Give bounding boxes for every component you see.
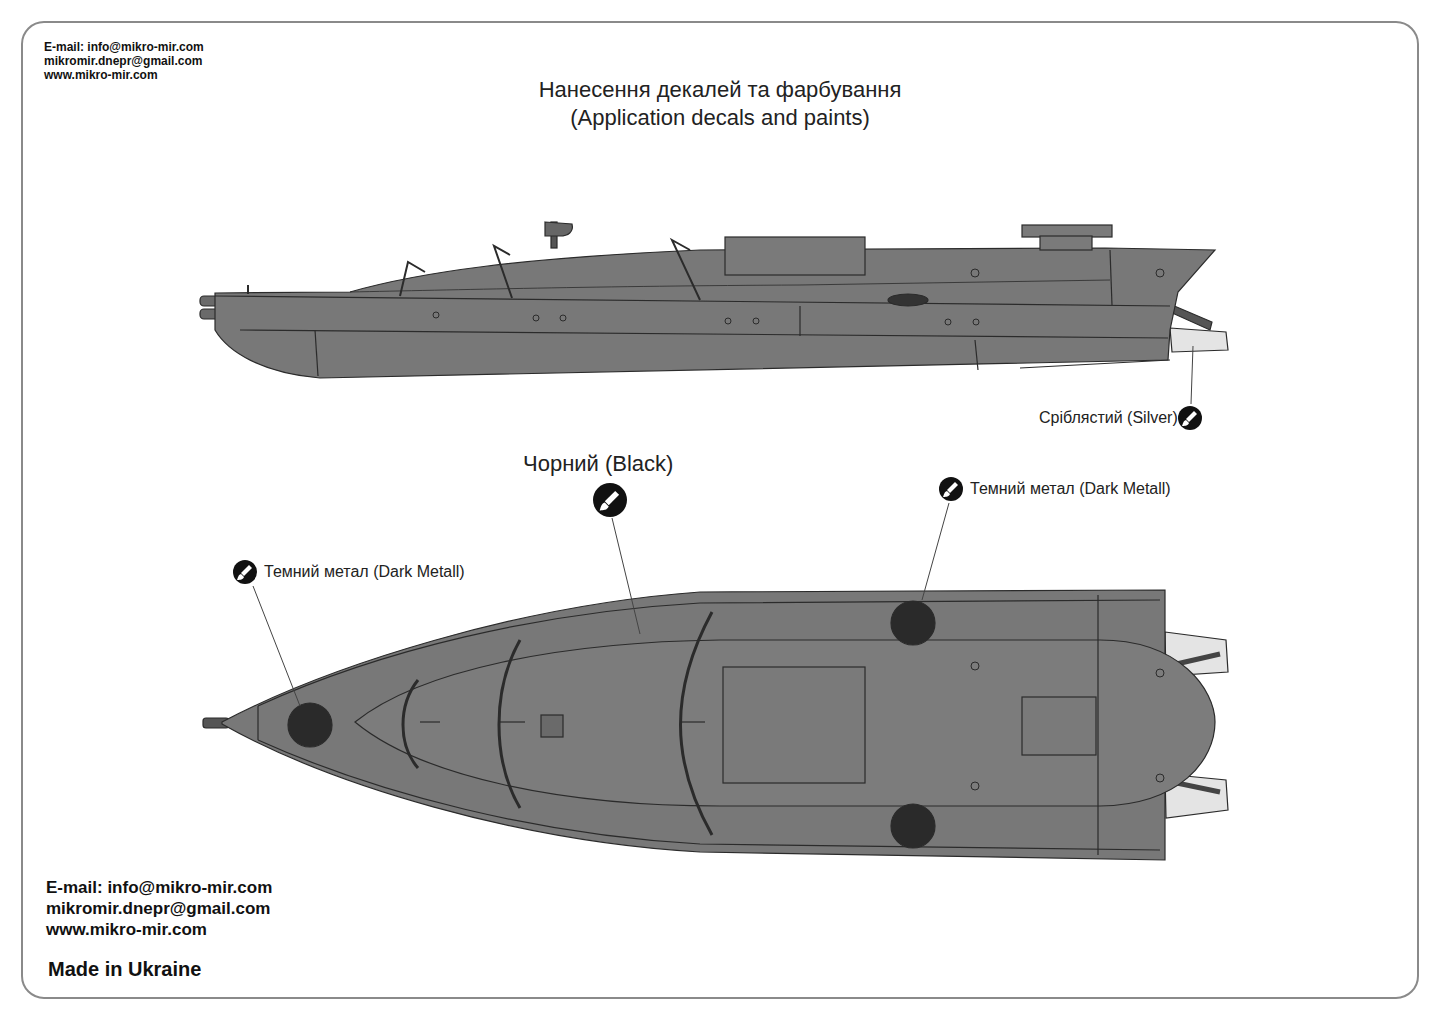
brush-icon	[593, 483, 627, 517]
website: www.mikro-mir.com	[46, 919, 207, 940]
paint-callout: Темний метал (Dark Metall)	[264, 562, 465, 582]
contact-email: E-mail: info@mikro-mir.com	[46, 877, 272, 898]
contact-email: mikromir.dnepr@gmail.com	[46, 898, 270, 919]
page-frame	[22, 22, 1418, 998]
contact-email: mikromir.dnepr@gmail.com	[44, 54, 202, 68]
top-view	[203, 590, 1228, 860]
brush-icon	[939, 477, 963, 501]
leader-lines	[253, 346, 1193, 706]
brush-icon	[233, 560, 257, 584]
side-view	[200, 222, 1228, 378]
paint-callout: Чорний (Black)	[523, 450, 673, 478]
contact-email: E-mail: info@mikro-mir.com	[44, 40, 204, 54]
brush-icon	[1178, 406, 1202, 430]
made-in-note: Made in Ukraine	[48, 957, 201, 981]
title: Нанесення декалей та фарбування (Applica…	[490, 76, 950, 132]
paint-callout: Темний метал (Dark Metall)	[970, 479, 1171, 499]
paint-callout: Сріблястий (Silver)	[1039, 408, 1178, 428]
website: www.mikro-mir.com	[44, 68, 158, 82]
